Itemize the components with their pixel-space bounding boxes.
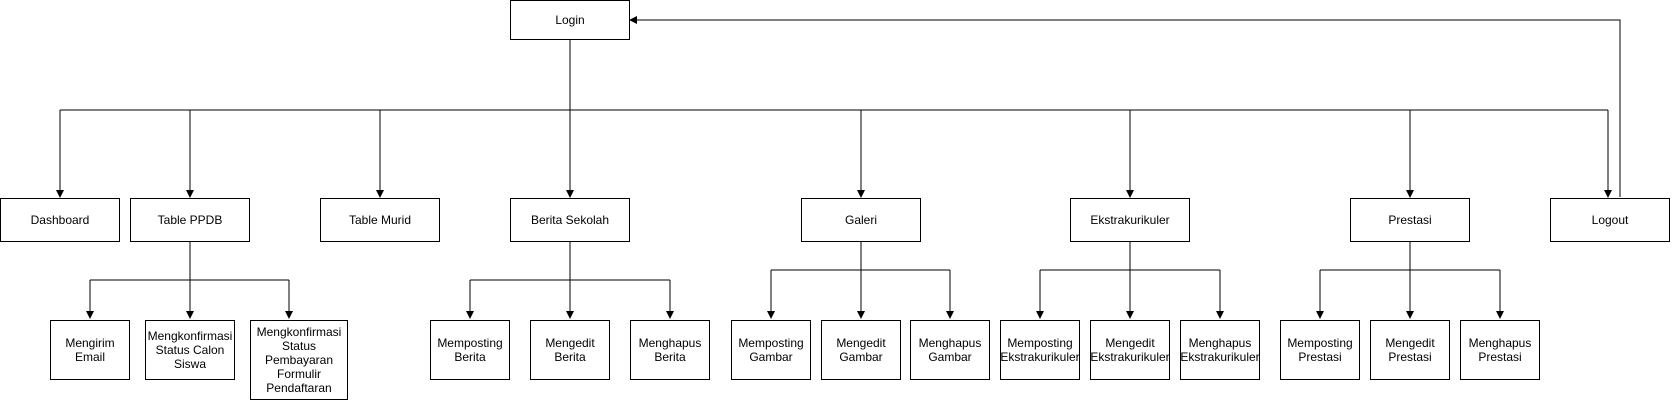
edge-logout-to-login (629, 16, 1621, 197)
node-memposting-ekstrakurikuler: Memposting Ekstrakurikuler (1000, 320, 1080, 380)
node-logout: Logout (1550, 198, 1670, 242)
node-mengedit-prestasi: Mengedit Prestasi (1370, 320, 1450, 380)
node-login: Login (510, 0, 630, 40)
node-ekstrakurikuler: Ekstrakurikuler (1070, 198, 1190, 242)
node-menghapus-gambar: Menghapus Gambar (910, 320, 990, 380)
node-memposting-prestasi: Memposting Prestasi (1280, 320, 1360, 380)
node-konfirmasi-status-calon-siswa: Mengkonfirmasi Status Calon Siswa (145, 320, 235, 380)
node-memposting-berita: Memposting Berita (430, 320, 510, 380)
node-mengirim-email: Mengirim Email (50, 320, 130, 380)
node-berita-sekolah: Berita Sekolah (510, 198, 630, 242)
node-memposting-gambar: Memposting Gambar (731, 320, 811, 380)
node-mengedit-berita: Mengedit Berita (530, 320, 610, 380)
node-menghapus-berita: Menghapus Berita (630, 320, 710, 380)
node-galeri: Galeri (801, 198, 921, 242)
node-table-murid: Table Murid (320, 198, 440, 242)
node-prestasi: Prestasi (1350, 198, 1470, 242)
node-konfirmasi-status-pembayaran: Mengkonfirmasi Status Pembayaran Formuli… (250, 320, 348, 400)
node-mengedit-ekstrakurikuler: Mengedit Ekstrakurikuler (1090, 320, 1170, 380)
node-dashboard: Dashboard (0, 198, 120, 242)
node-mengedit-gambar: Mengedit Gambar (821, 320, 901, 380)
node-menghapus-ekstrakurikuler: Menghapus Ekstrakurikuler (1180, 320, 1260, 380)
node-table-ppdb: Table PPDB (130, 198, 250, 242)
node-menghapus-prestasi: Menghapus Prestasi (1460, 320, 1540, 380)
